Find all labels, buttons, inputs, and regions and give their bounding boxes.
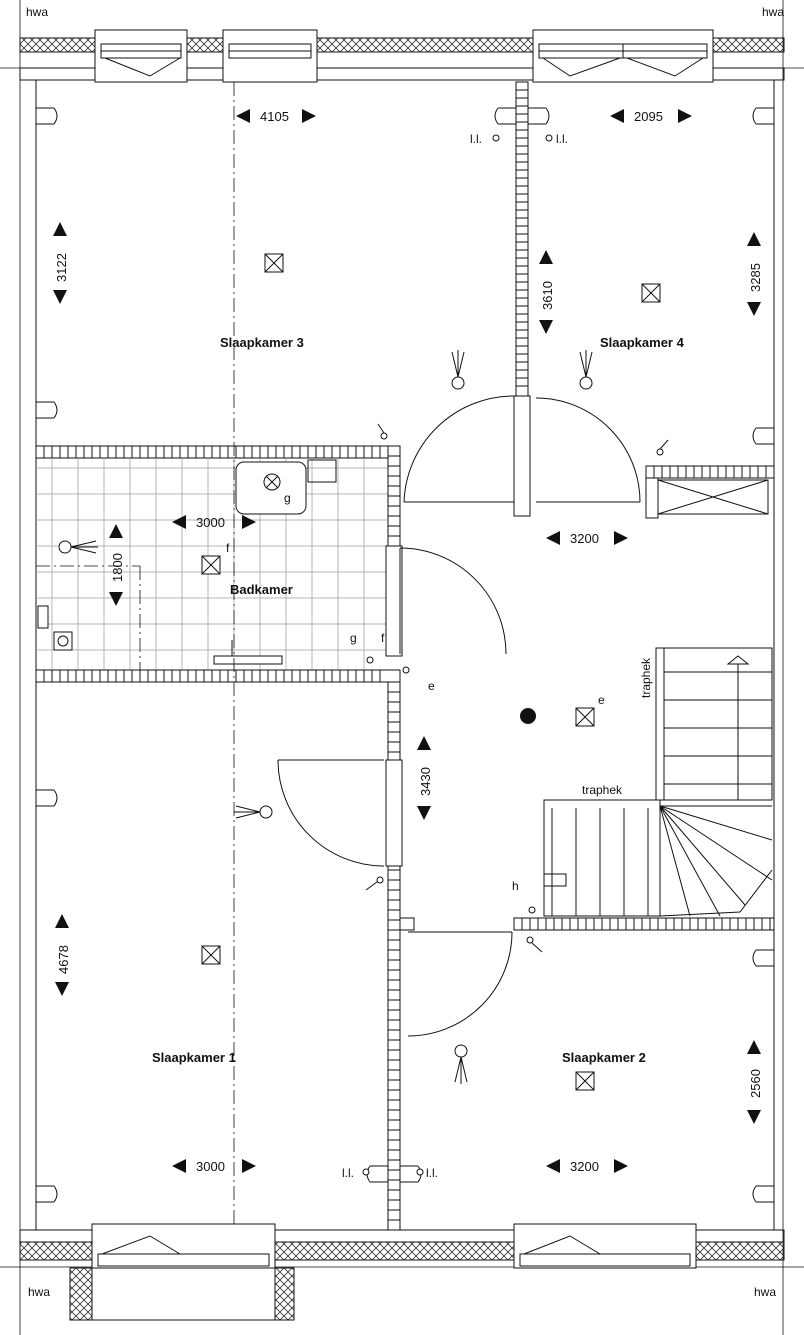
wall-badkamer-right xyxy=(385,445,403,657)
wall-badkamer-top xyxy=(35,445,399,459)
label-ll-bottom-right: l.l. xyxy=(426,1166,438,1180)
dim-overloop-width: 3200 xyxy=(570,531,599,546)
dim-sk3-height: 3122 xyxy=(54,253,69,282)
toilet-fixtures xyxy=(37,605,73,651)
dim-sk4-width: 2095 xyxy=(634,109,663,124)
svg-text:RM: RM xyxy=(523,715,532,721)
window-top-right xyxy=(532,29,714,83)
door-badkamer xyxy=(399,547,507,655)
window-bottom-left xyxy=(69,1223,295,1321)
label-e-hall: e xyxy=(428,679,435,693)
label-ll-top-right: l.l. xyxy=(556,132,568,146)
label-h-stair: h xyxy=(512,879,519,893)
dim-sk1-width: 3000 xyxy=(196,1159,225,1174)
room-label-badkamer: Badkamer xyxy=(230,582,293,597)
dim-badkamer-height: 1800 xyxy=(110,553,125,582)
dim-sk2-height: 2560 xyxy=(748,1069,763,1098)
dim-overloop-height: 3430 xyxy=(418,767,433,796)
smoke-detector-icon: RM xyxy=(520,708,536,724)
label-e-ceiling: e xyxy=(598,693,605,707)
label-f-bath-door: f xyxy=(381,631,385,645)
wall-socket-marks xyxy=(36,107,774,1203)
sink xyxy=(235,459,337,515)
door-sk1 xyxy=(277,759,385,867)
ceiling-light-icon xyxy=(201,253,661,1091)
dim-sk2-width: 3200 xyxy=(570,1159,599,1174)
wall-badkamer-bottom xyxy=(35,669,401,683)
double-socket-icon xyxy=(58,350,593,1084)
dim-badkamer-width: 3000 xyxy=(196,515,225,530)
window-top-left-1 xyxy=(94,29,188,83)
corner-label-top-right: hwa xyxy=(762,5,784,19)
label-g-sink: g xyxy=(284,491,291,505)
dim-sk4-height: 3285 xyxy=(748,263,763,292)
corner-label-bottom-left: hwa xyxy=(28,1285,50,1299)
installation-cupboard xyxy=(645,465,775,519)
wall-sk3-sk4 xyxy=(513,81,531,517)
dimension-arrows xyxy=(53,109,761,1173)
room-label-slaapkamer-2: Slaapkamer 2 xyxy=(562,1050,646,1065)
door-sk2 xyxy=(407,931,513,1037)
dim-sk1-height: 4678 xyxy=(56,945,71,974)
label-g-bath-door: g xyxy=(350,631,357,645)
door-sk3 xyxy=(403,395,515,503)
window-bottom-right xyxy=(513,1223,697,1269)
light-switch-icon xyxy=(362,134,669,1176)
window-top-left-2 xyxy=(222,29,318,83)
room-label-slaapkamer-3: Slaapkamer 3 xyxy=(220,335,304,350)
dim-sk3-width: 4105 xyxy=(260,109,289,124)
room-label-slaapkamer-4: Slaapkamer 4 xyxy=(600,335,685,350)
label-traphek-vertical: traphek xyxy=(639,657,653,698)
corner-label-bottom-right: hwa xyxy=(754,1285,776,1299)
label-f-bath: f xyxy=(226,541,230,555)
room-label-slaapkamer-1: Slaapkamer 1 xyxy=(152,1050,236,1065)
corner-label-top-left: hwa xyxy=(26,5,48,19)
wall-sk1-right xyxy=(385,681,403,1231)
label-ll-top-left: l.l. xyxy=(470,132,482,146)
label-traphek-horizontal: traphek xyxy=(582,783,623,797)
label-ll-bottom-left: l.l. xyxy=(342,1166,354,1180)
staircase xyxy=(543,647,773,917)
towel-radiator xyxy=(213,640,283,665)
axis-lines xyxy=(36,82,235,1228)
wall-sk2-top xyxy=(399,917,775,931)
door-sk4 xyxy=(535,397,641,503)
dim-corridor-top-height: 3610 xyxy=(540,281,555,310)
